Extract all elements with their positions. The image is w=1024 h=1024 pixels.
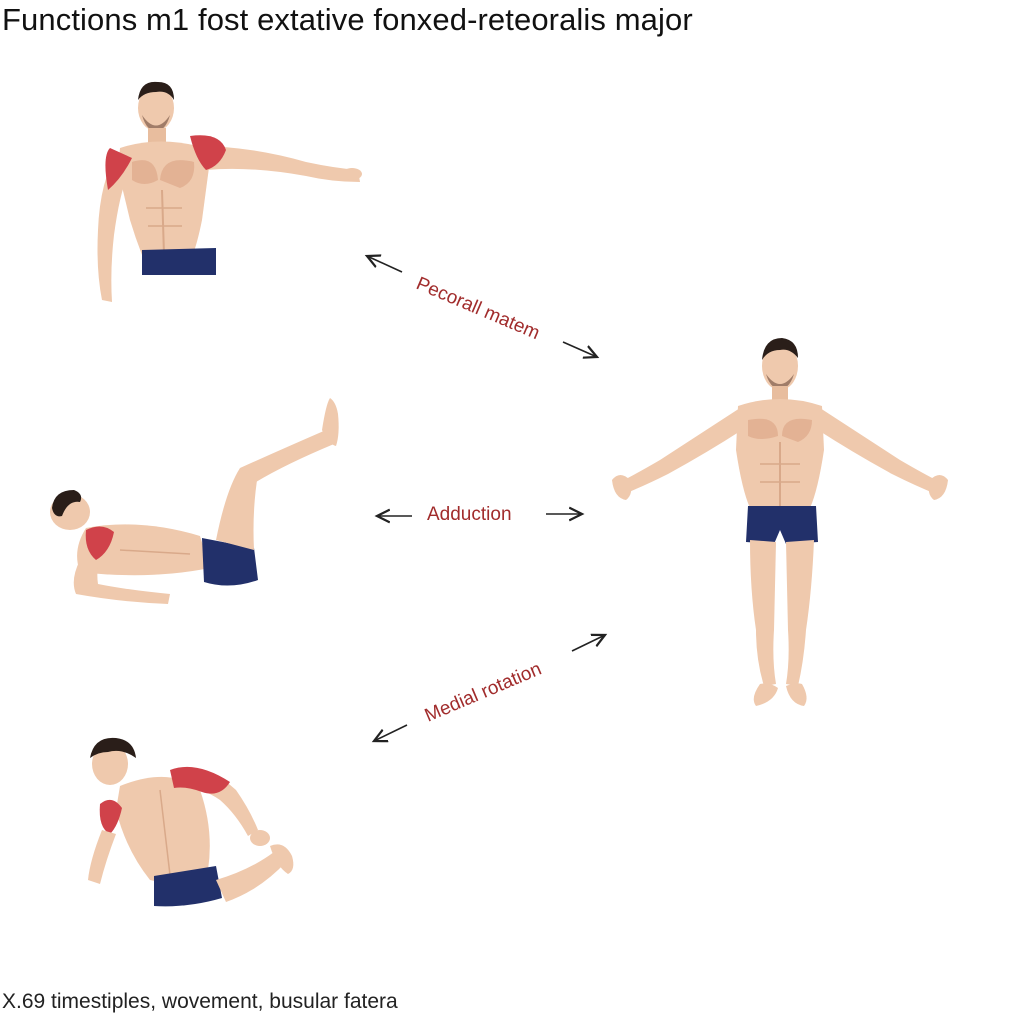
page-title: Functions m1 fost extative fonxed-reteor…	[2, 2, 693, 37]
figure-crouching-rotation	[70, 730, 310, 930]
figure-lying-leg-raised	[40, 390, 360, 620]
arrow-top-right	[562, 341, 597, 357]
arrow-bottom-left	[374, 724, 408, 741]
label-adduction: Adduction	[427, 504, 512, 525]
caption: X.69 timestiples, wovement, busular fate…	[2, 990, 398, 1013]
arrow-top-left	[367, 256, 403, 273]
figure-standing-arms-out	[600, 330, 960, 730]
label-medial-rotation: Medial rotation	[422, 659, 545, 727]
figure-arm-extended	[70, 70, 370, 330]
label-pectoralis: Pecorall matem	[413, 273, 543, 344]
